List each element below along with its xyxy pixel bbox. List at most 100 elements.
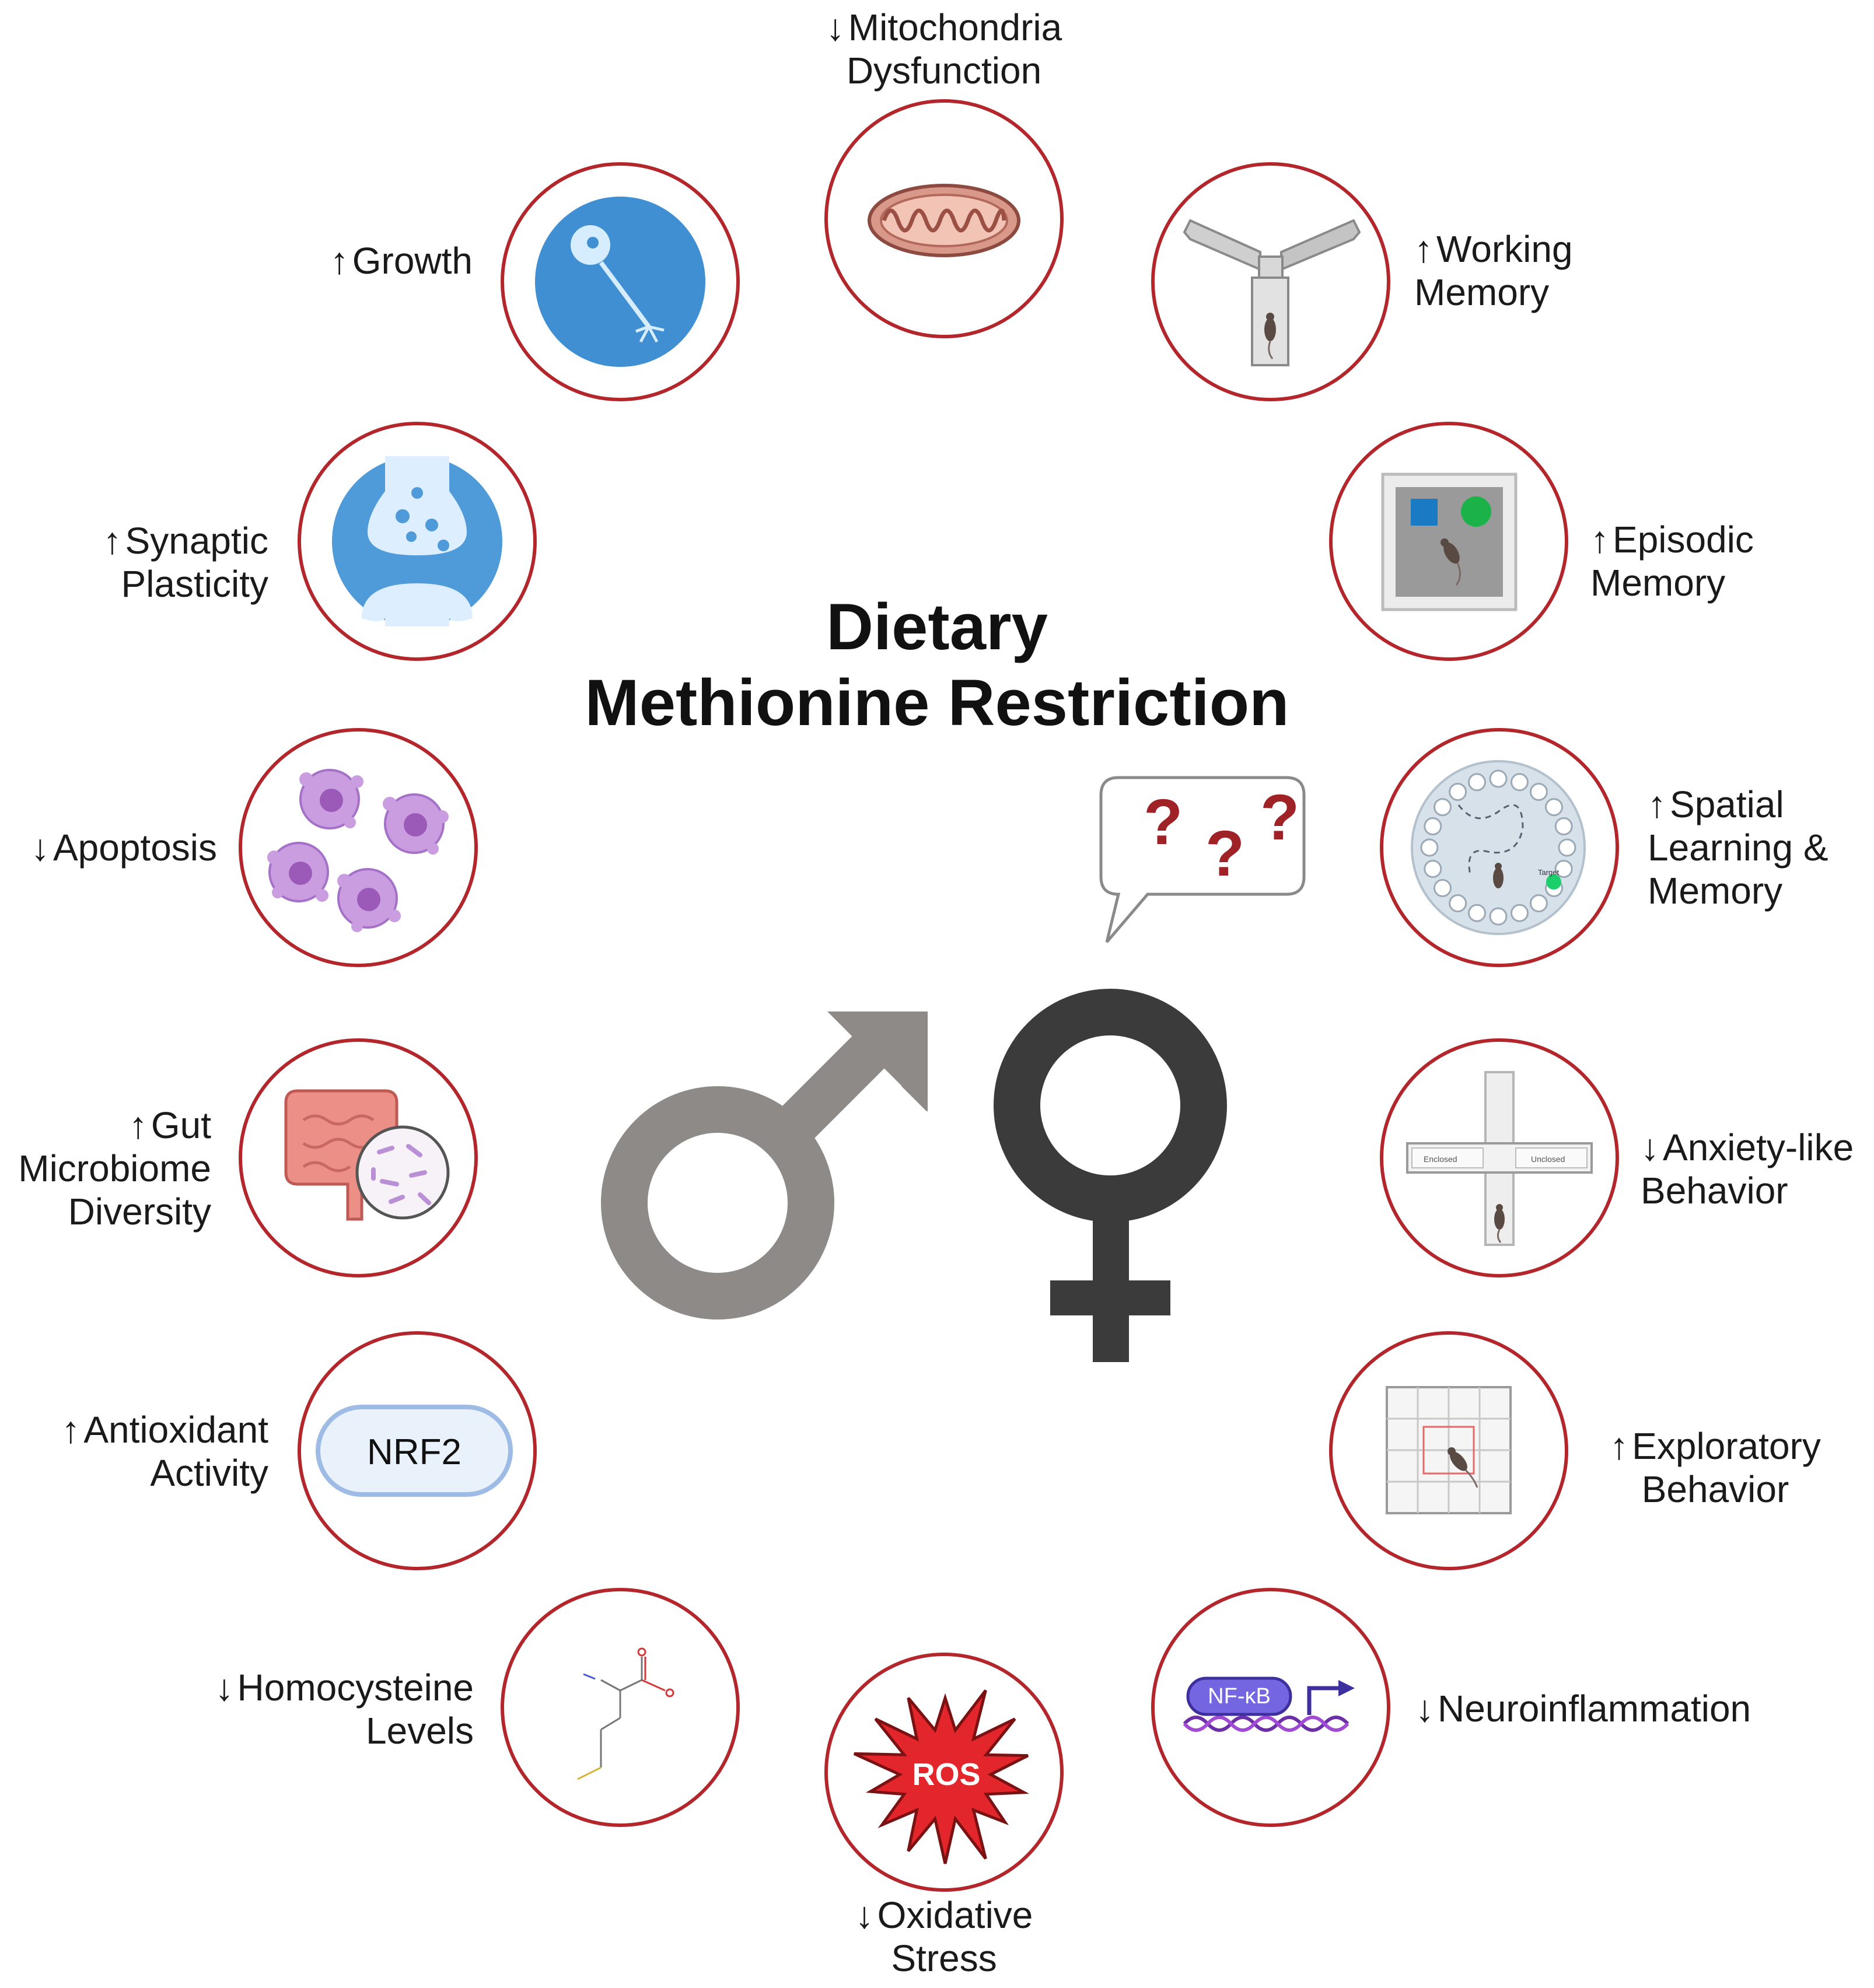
label-line: Memory [1590, 562, 1726, 604]
intestine-icon [284, 1089, 450, 1221]
nrf2-label: NRF2 [367, 1432, 461, 1472]
open-field-icon [1386, 1386, 1512, 1514]
arrow-up-icon: ↑ [1648, 783, 1666, 825]
maze-hole [1489, 907, 1508, 926]
label-line: Microbiome [18, 1147, 211, 1189]
label-line: Oxidative [877, 1894, 1033, 1936]
arrow-up-icon: ↑ [330, 240, 349, 282]
label-line: Episodic [1613, 519, 1754, 561]
plus-maze-icon: Enclosed Unclosed [1406, 1071, 1593, 1246]
label-line: Behavior [1641, 1170, 1788, 1212]
molecule-icon [577, 1647, 674, 1780]
label-neuroinflammation: ↓Neuroinflammation [1415, 1687, 1824, 1730]
label-working-memory: ↑Working Memory [1414, 228, 1659, 314]
label-exploratory: ↑Exploratory Behavior [1587, 1424, 1844, 1511]
label-antioxidant: ↑Antioxidant Activity [23, 1408, 268, 1494]
unclosed-label: Unclosed [1531, 1154, 1565, 1164]
maze-hole [1449, 783, 1467, 801]
ros-label: ROS [912, 1757, 980, 1792]
label-line: Behavior [1641, 1468, 1789, 1510]
arrow-down-icon: ↓ [30, 827, 50, 869]
arrow-up-icon: ↑ [103, 520, 122, 562]
label-line: Activity [150, 1452, 268, 1494]
arrow-down-icon: ↓ [826, 6, 845, 48]
y-maze-icon [1183, 219, 1361, 366]
label-growth: ↑Growth [280, 239, 473, 282]
maze-hole [1424, 860, 1442, 878]
arrow-down-icon: ↓ [215, 1667, 234, 1709]
label-line: Synaptic [125, 520, 268, 562]
mitochondria-icon [868, 184, 1020, 257]
maze-hole [1511, 773, 1529, 792]
female-symbol-icon [994, 989, 1227, 1362]
ros-burst-icon: ROS [853, 1689, 1029, 1864]
label-line: Exploratory [1632, 1425, 1821, 1467]
synapse-icon [332, 456, 502, 626]
label-spatial-learning: ↑Spatial Learning & Memory [1648, 783, 1869, 912]
label-synaptic-plasticity: ↑Synaptic Plasticity [58, 519, 268, 606]
maze-hole [1420, 838, 1439, 857]
maze-hole [1424, 817, 1442, 835]
enclosed-label: Enclosed [1424, 1154, 1457, 1164]
question-mark-1: ? [1144, 786, 1183, 858]
maze-hole [1449, 894, 1467, 912]
apoptotic-cells-icon [267, 769, 449, 932]
label-mitochondria: ↓Mitochondria Dysfunction [798, 6, 1090, 92]
maze-hole [1434, 878, 1452, 897]
maze-hole [1554, 860, 1573, 878]
male-symbol-icon [601, 1012, 928, 1320]
arrow-up-icon: ↑ [1590, 519, 1609, 561]
maze-hole [1468, 904, 1486, 922]
maze-hole [1558, 838, 1576, 857]
arrow-up-icon: ↑ [61, 1409, 81, 1451]
arrow-up-icon: ↑ [1610, 1425, 1629, 1467]
maze-hole [1529, 783, 1548, 801]
ring-apoptosis [239, 728, 478, 967]
label-line: Memory [1414, 271, 1550, 313]
label-line: Antioxidant [83, 1409, 268, 1451]
label-anxiety: ↓Anxiety-like Behavior [1641, 1126, 1871, 1212]
maze-hole [1489, 769, 1508, 788]
label-line: Dysfunction [846, 50, 1042, 92]
maze-hole [1529, 894, 1548, 912]
label-episodic-memory: ↑Episodic Memory [1590, 518, 1824, 604]
arrow-down-icon: ↓ [1415, 1688, 1434, 1730]
label-apoptosis: ↓Apoptosis [12, 826, 217, 869]
nfkb-dna-icon: NF-κB [1183, 1676, 1355, 1732]
arrow-up-icon: ↑ [128, 1104, 148, 1146]
maze-hole [1511, 904, 1529, 922]
label-line: Mitochondria [848, 6, 1062, 48]
label-line: Apoptosis [53, 827, 217, 869]
page-title: Dietary Methionine Restriction [529, 589, 1345, 741]
question-mark-3: ? [1260, 782, 1300, 853]
title-line-1: Dietary [826, 590, 1048, 663]
maze-hole [1468, 773, 1486, 792]
label-line: Memory [1648, 870, 1783, 912]
label-line: Working [1436, 228, 1573, 270]
label-line: Levels [366, 1710, 474, 1752]
label-line: Diversity [68, 1191, 211, 1233]
novel-object-icon [1381, 473, 1518, 611]
label-gut-microbiome: ↑Gut Microbiome Diversity [4, 1104, 211, 1233]
nrf2-icon: NRF2 [316, 1405, 513, 1497]
label-line: Growth [352, 240, 473, 282]
maze-hole [1545, 798, 1563, 817]
label-line: Neuroinflammation [1438, 1688, 1751, 1730]
speech-bubble [1099, 776, 1306, 943]
label-homocysteine: ↓Homocysteine Levels [175, 1666, 474, 1752]
label-line: Spatial [1670, 783, 1784, 825]
target-label: Target [1538, 868, 1560, 877]
label-line: Homocysteine [237, 1667, 474, 1709]
barnes-maze-icon: Target [1411, 760, 1586, 935]
label-oxidative-stress: ↓Oxidative Stress [810, 1894, 1078, 1980]
title-line-2: Methionine Restriction [585, 666, 1289, 739]
maze-hole [1554, 817, 1573, 835]
label-line: Anxiety-like [1663, 1126, 1854, 1168]
neuron-icon [535, 197, 705, 367]
label-line: Gut [151, 1104, 211, 1146]
question-mark-2: ? [1205, 818, 1245, 890]
maze-hole [1434, 798, 1452, 817]
arrow-down-icon: ↓ [1641, 1126, 1659, 1168]
